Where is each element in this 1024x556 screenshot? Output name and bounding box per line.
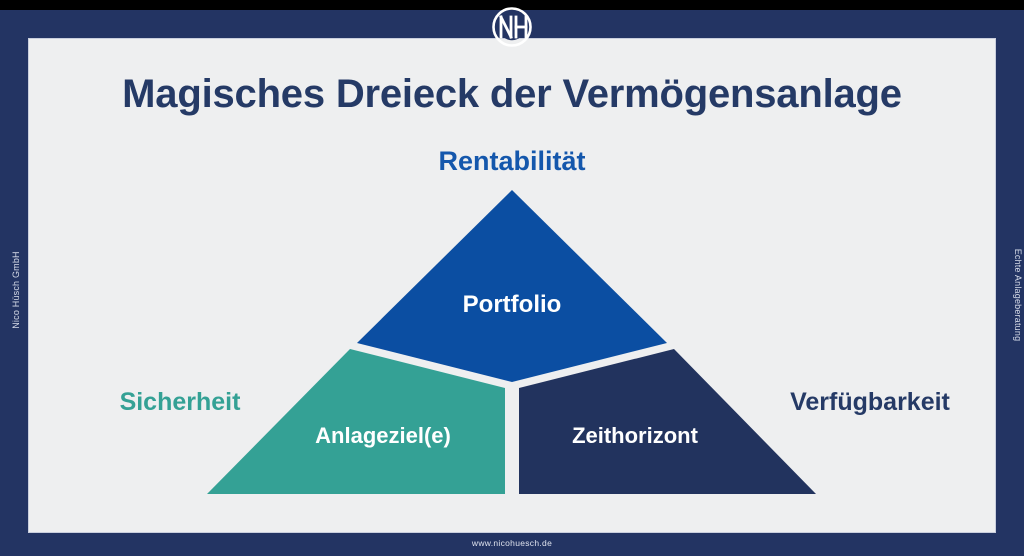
triangle-segment-left: [207, 349, 505, 494]
side-text-right: Echte Anlageberatung: [1013, 248, 1023, 342]
label-rentabilitaet: Rentabilität: [438, 146, 586, 176]
label-verfuegbarkeit: Verfügbarkeit: [790, 388, 950, 416]
segment-label-portfolio: Portfolio: [462, 291, 562, 318]
footer-url: www.nicohuesch.de: [471, 538, 553, 548]
page-title: Magisches Dreieck der Vermögensanlage: [122, 72, 902, 116]
triangle-segment-top: [357, 190, 667, 382]
nh-monogram-logo: [484, 2, 540, 52]
triangle-segment-right: [519, 349, 816, 494]
segment-label-anlageziel: Anlageziel(e): [315, 423, 451, 448]
segment-label-zeithorizont: Zeithorizont: [572, 423, 698, 448]
label-sicherheit: Sicherheit: [119, 388, 241, 416]
side-text-left: Nico Hüsch GmbH: [11, 251, 21, 329]
